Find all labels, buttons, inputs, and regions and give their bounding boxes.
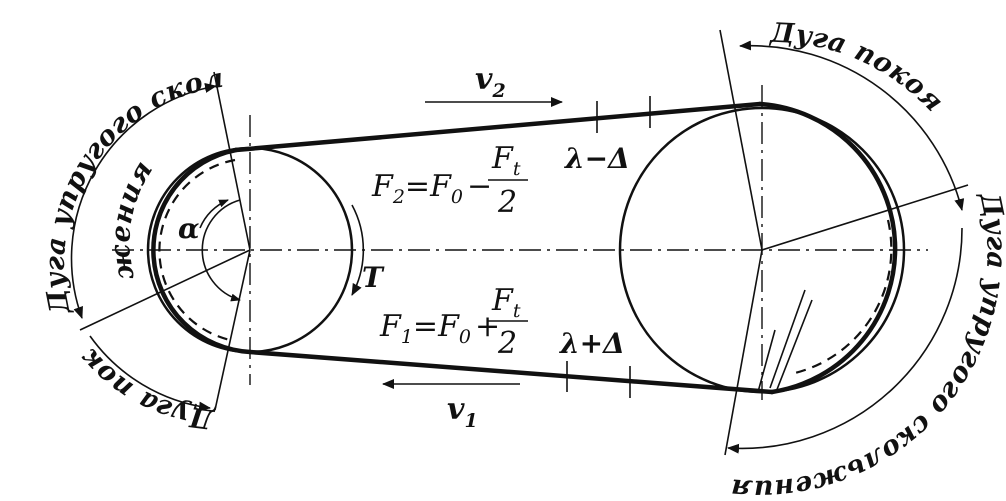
left-slip-arc-label-2: жения <box>105 155 160 282</box>
torque-arrow <box>351 204 365 296</box>
right-rest-arc-arrow <box>739 40 965 211</box>
svg-text:2: 2 <box>497 185 517 220</box>
left-rest-arc-arrow <box>89 335 211 412</box>
driving-boundary-line-bottom <box>214 249 251 411</box>
velocity-lower-label: v1 <box>447 392 478 432</box>
driven-boundary-line-right <box>761 184 969 251</box>
driven-boundary-line-upper <box>719 29 763 251</box>
belt-lower-span <box>247 349 775 395</box>
arc-arrows <box>70 40 965 454</box>
svg-text:Ft: Ft <box>491 283 521 322</box>
formula-lower: F1=F0+ Ft 2 <box>379 283 528 361</box>
driven-boundary-line-lower <box>724 249 763 456</box>
velocity-arrows <box>382 97 563 389</box>
torque-label: T <box>362 261 385 294</box>
belt-upper-span <box>233 101 763 153</box>
driven-hatch-line-3 <box>757 329 776 393</box>
formula-upper: F2=F0− Ft 2 <box>371 141 528 220</box>
belt-wrap-driven <box>757 101 898 395</box>
svg-text:F1=F0+: F1=F0+ <box>379 309 500 348</box>
driving-boundary-line-lower <box>79 249 251 331</box>
svg-text:2: 2 <box>497 326 517 361</box>
marker-upper-label: λ−Δ <box>564 142 630 175</box>
left-slip-arc-arrow <box>70 83 217 319</box>
angle-alpha-arc-upper <box>199 199 229 229</box>
marker-lower-label: λ+Δ <box>559 327 625 360</box>
svg-text:Ft: Ft <box>491 141 521 180</box>
driven-slip-arc-dashes <box>794 219 893 375</box>
velocity-upper-label: v2 <box>475 62 506 102</box>
belt <box>151 96 898 398</box>
angle-alpha-label: α <box>178 212 200 245</box>
driven-hatch-line-2 <box>775 299 813 393</box>
right-rest-arc-label: Дуга покоя <box>768 18 950 119</box>
driving-boundary-line-upper <box>213 71 251 251</box>
right-slip-arc-arrow <box>727 227 963 454</box>
driven-hatch-line-1 <box>769 289 806 389</box>
svg-text:F2=F0−: F2=F0− <box>371 169 492 208</box>
